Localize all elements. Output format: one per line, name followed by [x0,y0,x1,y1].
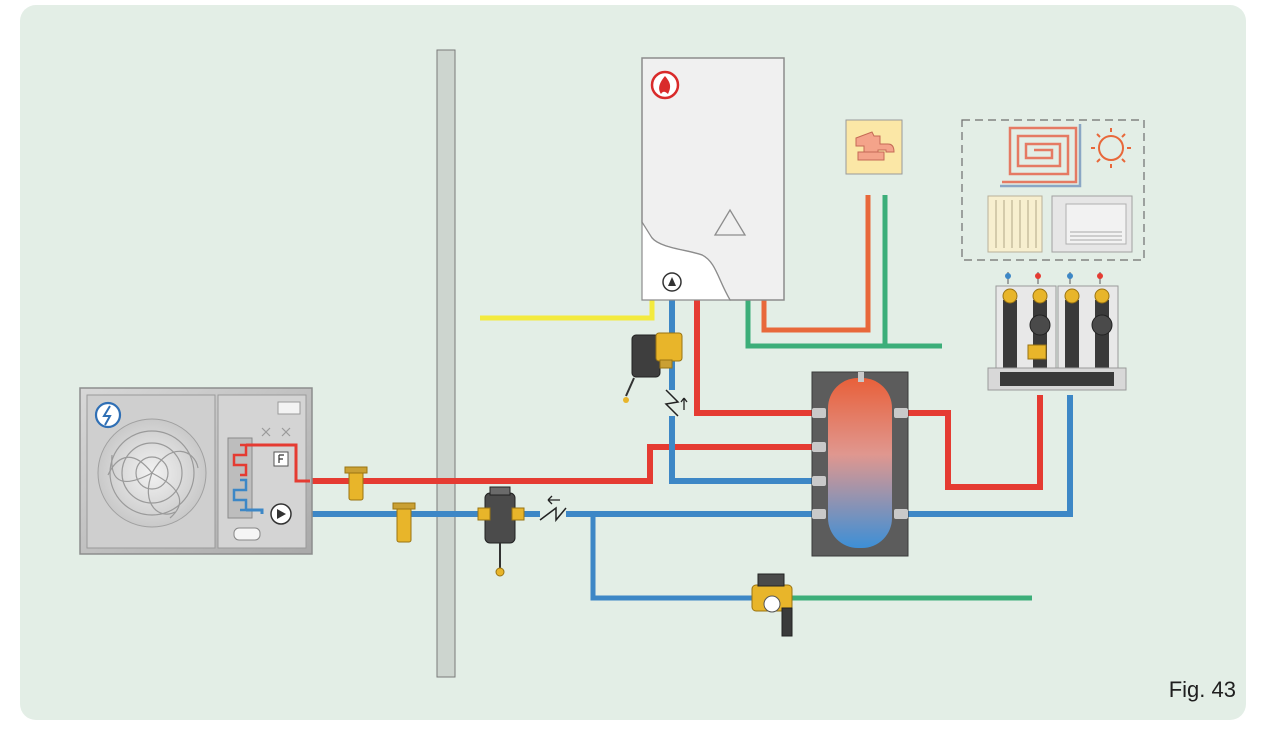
hydraulic-pump-station [987,272,1127,391]
check-valve-boiler [664,389,688,417]
return-indicator-icon [1005,273,1011,279]
dhw-recirculation-pipe [590,514,760,601]
emitters-box [961,119,1145,261]
dhw-cold-pipe [745,195,888,349]
wall-hung-boiler [641,57,785,301]
underfloor-heating-icon [1000,124,1082,188]
dirt-separator [477,486,525,577]
boiler-supply-pipe [694,280,812,416]
check-valve-return [539,495,567,523]
wall [436,49,456,678]
fan-coil-icon [1051,195,1133,253]
boiler-return-pipe [669,250,812,484]
station-supply-pipe [908,395,1043,490]
radiator-icon [987,195,1043,253]
supply-indicator-icon [1035,273,1041,279]
shut-off-valve-supply [344,466,368,501]
dhw-hot-pipe [761,195,871,333]
station-return-pipe [908,395,1073,517]
sun-icon [1091,128,1131,168]
gas-pipe [480,300,655,321]
warning-triangle-icon [713,208,747,236]
boiler-magnetic-filter [623,332,683,403]
hot-water-tap-icon [845,119,903,190]
expansion-vessel [233,527,261,541]
hp-supply-pipe [310,444,812,484]
heat-pump-outdoor-unit [79,387,313,555]
heat-exchanger [227,437,253,519]
buffer-storage-tank [811,371,909,557]
fig-caption: Fig. 43 [1169,677,1236,702]
thermostatic-mixing-valve [751,573,793,637]
shut-off-valve-return [392,502,416,543]
